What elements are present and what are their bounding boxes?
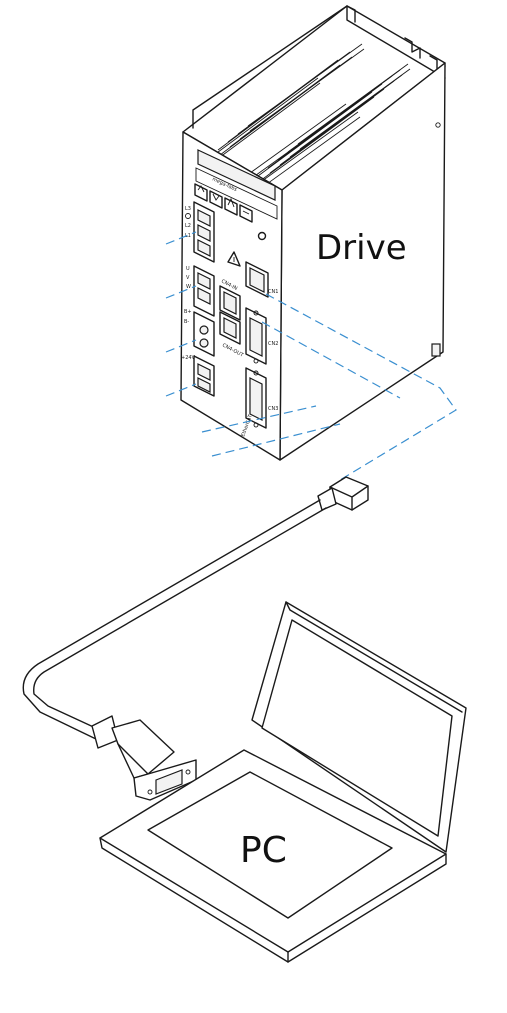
servo-drive: mega-fabs L3 L2 L1 U V W: [180, 5, 446, 461]
label-b-plus: B+: [184, 309, 192, 315]
pc-label: PC: [240, 830, 287, 871]
label-v: V: [186, 275, 190, 281]
motor-connector: U V W: [186, 265, 215, 317]
key-up-button[interactable]: [224, 197, 238, 216]
label-l3: L3: [185, 206, 191, 212]
label-l1: L1: [185, 233, 191, 239]
heatsink-ridge: [192, 5, 446, 129]
brand-strip: [195, 167, 278, 220]
laptop-screen: [261, 619, 453, 837]
wiring-leaders: [165, 231, 457, 481]
label-cn2: CN2: [268, 341, 278, 347]
label-b-minus: B-: [184, 319, 189, 325]
display-window: [197, 149, 276, 201]
cn1-port[interactable]: CN1: [245, 261, 278, 298]
cn3-port[interactable]: CN3: [245, 367, 278, 429]
drive-label: Drive: [316, 228, 407, 268]
status-led: [257, 231, 267, 241]
label-w: W: [186, 284, 191, 290]
key-mode-button[interactable]: [194, 183, 208, 202]
dsub-connector: [111, 719, 175, 775]
mount-hole-top: [435, 122, 441, 128]
cable-plug: [329, 476, 369, 511]
label-u: U: [186, 266, 190, 272]
brake-connector: B+ B-: [184, 309, 215, 357]
label-24v: +24V: [181, 355, 196, 361]
label-cn3: CN3: [268, 406, 278, 412]
laptop-keyboard-area: [147, 771, 393, 919]
label-cn1: CN1: [268, 289, 278, 295]
keypad: [194, 183, 253, 223]
ground-icon: [185, 213, 191, 219]
warning-icon: [227, 251, 241, 267]
usb-cable: [22, 476, 369, 801]
power-24v-connector: +24V: [181, 355, 215, 397]
power-connector: L3 L2 L1: [185, 201, 215, 263]
laptop: PC: [99, 601, 467, 963]
label-l2: L2: [185, 223, 191, 229]
cn2-port[interactable]: CN2: [245, 307, 278, 365]
key-set-button[interactable]: [239, 204, 253, 223]
mount-foot: [431, 343, 441, 357]
vent-slots: [209, 43, 411, 200]
